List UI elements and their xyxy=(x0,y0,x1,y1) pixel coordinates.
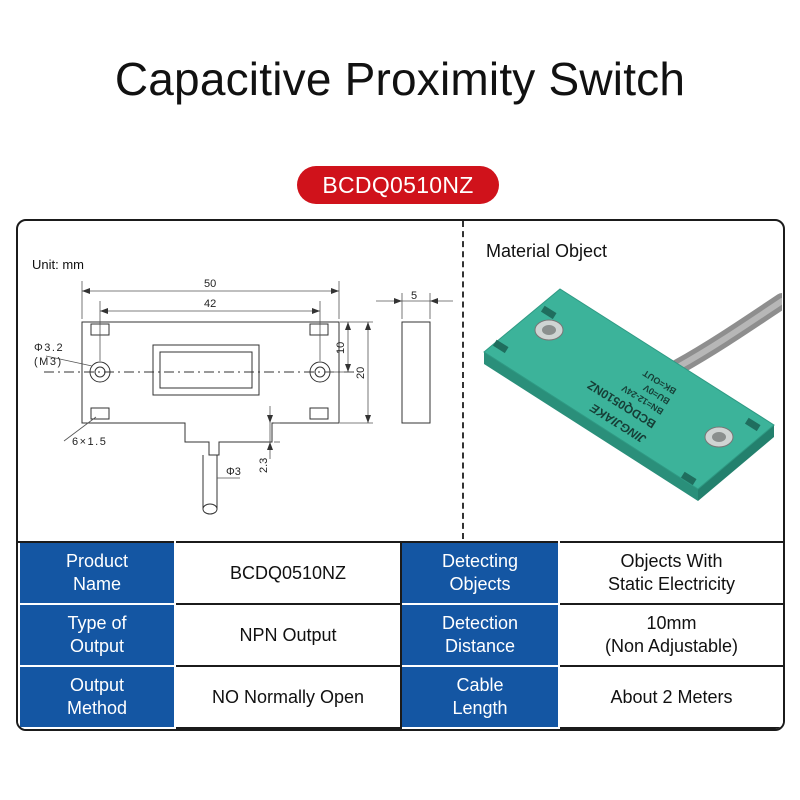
side-view xyxy=(401,321,431,424)
dimension-label: 42 xyxy=(204,298,216,310)
spec-value: NO Normally Open xyxy=(174,665,402,729)
hole-thread-label: (M3) xyxy=(34,356,63,368)
slot-spec-label: 6×1.5 xyxy=(72,436,107,448)
cable-diameter-label: Φ3 xyxy=(226,466,241,478)
mounting-slot xyxy=(309,323,329,336)
screw-icon xyxy=(534,319,564,341)
page-title: Capacitive Proximity Switch xyxy=(114,53,686,105)
product-photo: JINGJIAKE BCDQ0510NZ BN=12-24V BU=0V BK=… xyxy=(483,288,782,501)
dimension-label: 20 xyxy=(355,367,367,379)
spec-value: BCDQ0510NZ xyxy=(174,541,402,605)
screw-icon xyxy=(704,426,734,448)
spec-value: About 2 Meters xyxy=(558,665,783,729)
dimension-drawing: 50 42 5 10 20 20 Φ3.2 (M3) 6×1.5 Φ3 2.3 xyxy=(34,278,453,515)
model-badge: BCDQ0510NZ xyxy=(297,166,499,204)
hole-diameter-label: Φ3.2 xyxy=(34,342,64,354)
mounting-slot xyxy=(309,407,329,420)
sensor-body-outline xyxy=(81,321,340,456)
spec-value: NPN Output xyxy=(174,603,402,667)
cable-outline xyxy=(202,455,218,509)
mounting-slot xyxy=(90,407,110,420)
dimension-label: 50 xyxy=(204,278,216,290)
cable-offset-label: 2.3 xyxy=(258,458,270,473)
dimension-label: 5 xyxy=(411,290,417,302)
dimension-label: 10 xyxy=(335,342,347,354)
sensing-window xyxy=(152,344,260,396)
sensor-body-side xyxy=(484,352,698,501)
unit-label: Unit: mm xyxy=(32,257,84,272)
section-divider xyxy=(462,221,464,539)
material-object-label: Material Object xyxy=(486,241,608,261)
product-panel: 50 42 5 10 20 20 Φ3.2 (M3) 6×1.5 Φ3 2.3 … xyxy=(16,219,785,731)
spec-value: 10mm(Non Adjustable) xyxy=(558,603,783,667)
